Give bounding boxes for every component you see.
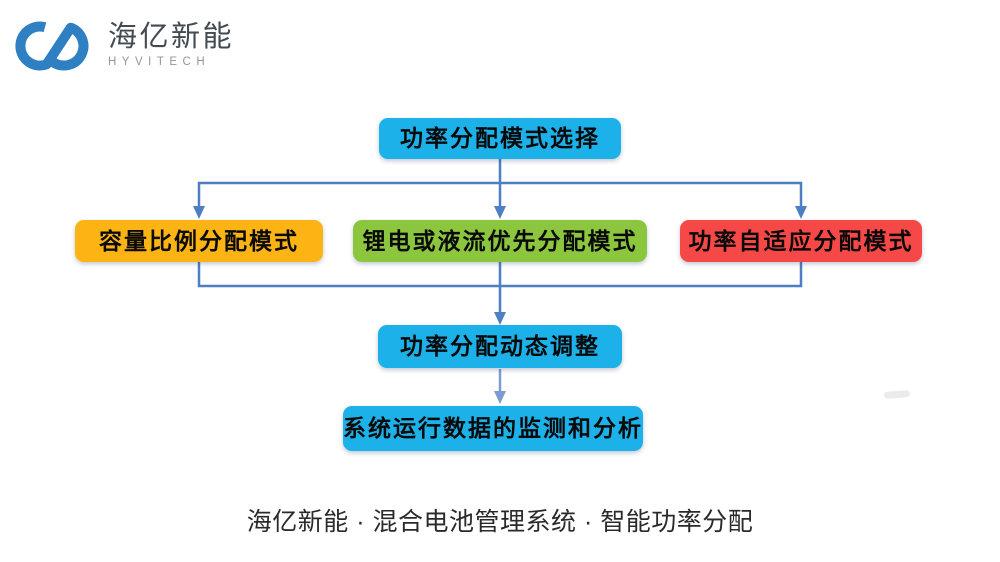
flow-node-monitor-analysis: 系统运行数据的监测和分析 [343,406,643,451]
arrowhead-to-priority-node [494,206,506,219]
connector-merge-rail [197,262,803,313]
flow-node-mode-select: 功率分配模式选择 [379,118,621,159]
brand-name: 海亿新能 [108,21,235,53]
slide-caption: 海亿新能 · 混合电池管理系统 · 智能功率分配 [246,508,754,536]
flow-node-mode-select-label: 功率分配模式选择 [400,125,600,151]
brand-text-block: 海亿新能 HYVITECH [108,21,235,69]
flow-node-dynamic-adjust: 功率分配动态调整 [378,325,622,368]
watermark-smudge [883,390,911,399]
arrowhead-to-adaptive-node [795,206,807,219]
flow-node-dynamic-adjust-label: 功率分配动态调整 [400,333,600,359]
flow-node-li-flow-priority-label: 锂电或液流优先分配模式 [362,227,638,254]
brand-logo-loops [15,21,89,71]
brand-subtitle: HYVITECH [108,56,211,69]
flow-node-capacity-ratio: 容量比例分配模式 [75,220,323,262]
brand-logo-icon [15,21,89,71]
connector-branch-rail [197,158,803,207]
flow-node-li-flow-priority: 锂电或液流优先分配模式 [353,220,647,262]
flow-node-capacity-ratio-label: 容量比例分配模式 [99,227,299,254]
flow-node-power-adaptive: 功率自适应分配模式 [680,220,922,262]
arrowhead-to-dynamic-node [494,312,506,325]
flow-node-monitor-analysis-label: 系统运行数据的监测和分析 [343,415,643,441]
flow-node-power-adaptive-label: 功率自适应分配模式 [688,227,914,254]
arrowhead-to-monitor-node [494,391,506,404]
arrowhead-to-capacity-node [193,206,205,219]
